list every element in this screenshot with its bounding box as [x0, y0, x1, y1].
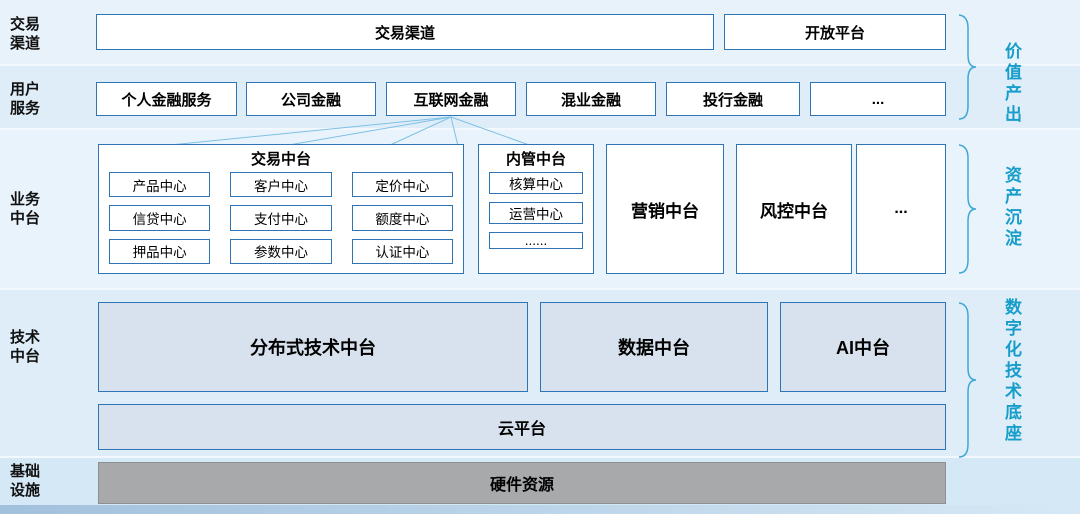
service-mixed-finance: 混业金融	[526, 82, 656, 116]
center-operations: 运营中心	[489, 202, 583, 224]
annotation-asset-deposit: 资产沉淀	[1002, 166, 1021, 250]
row-label-tech: 技术 中台	[10, 329, 41, 365]
brace-digital-base-icon	[958, 302, 977, 458]
center-collateral: 押品中心	[109, 238, 211, 264]
trade-center-title: 交易中台	[250, 151, 311, 168]
internal-mgmt-title: 内管中台	[505, 151, 566, 168]
center-customer: 客户中心	[230, 172, 332, 198]
risk-control-platform-box: 风控中台	[736, 144, 852, 274]
trade-channel-box: 交易渠道	[96, 14, 714, 50]
center-quota: 额度中心	[351, 205, 453, 231]
center-authentication: 认证中心	[351, 238, 453, 264]
trade-center-grid: 产品中心 客户中心 定价中心 信贷中心 支付中心 额度中心 押品中心 参数中心 …	[109, 172, 453, 264]
center-product: 产品中心	[109, 172, 211, 198]
open-platform-box: 开放平台	[724, 14, 946, 50]
center-ellipsis: ......	[489, 232, 583, 249]
data-platform-box: 数据中台	[540, 302, 768, 392]
row-label-infra: 基础 设施	[10, 463, 41, 499]
hardware-resources-box: 硬件资源	[98, 462, 946, 504]
service-corporate-finance: 公司金融	[246, 82, 376, 116]
internal-mgmt-group: 内管中台 核算中心 运营中心 ......	[478, 144, 594, 274]
cloud-platform-box: 云平台	[98, 404, 946, 450]
center-credit: 信贷中心	[109, 205, 211, 231]
service-internet-finance: 互联网金融	[386, 82, 516, 116]
row-label-business: 业务 中台	[10, 191, 41, 227]
distributed-tech-platform-box: 分布式技术中台	[98, 302, 528, 392]
annotation-value-output: 价值产出	[1002, 42, 1021, 126]
center-accounting: 核算中心	[489, 172, 583, 194]
center-parameter: 参数中心	[230, 238, 332, 264]
internal-mgmt-stack: 核算中心 运营中心 ......	[489, 172, 583, 264]
row-label-channels: 交易 渠道	[10, 16, 41, 52]
bottom-gradient-edge	[0, 505, 1080, 514]
business-more-box: ...	[856, 144, 946, 274]
center-payment: 支付中心	[230, 205, 332, 231]
marketing-platform-box: 营销中台	[606, 144, 724, 274]
row-label-services: 用户 服务	[10, 81, 41, 117]
service-personal-finance: 个人金融服务	[96, 82, 237, 116]
trade-center-group: 交易中台 产品中心 客户中心 定价中心 信贷中心 支付中心 额度中心 押品中心 …	[98, 144, 464, 274]
brace-value-output-icon	[958, 14, 977, 120]
annotation-digital-base: 数字化技术底座	[1002, 298, 1021, 445]
center-pricing: 定价中心	[351, 172, 453, 198]
brace-asset-deposit-icon	[958, 144, 977, 274]
service-more: ...	[810, 82, 946, 116]
ai-platform-box: AI中台	[780, 302, 946, 392]
service-investment-banking: 投行金融	[666, 82, 800, 116]
